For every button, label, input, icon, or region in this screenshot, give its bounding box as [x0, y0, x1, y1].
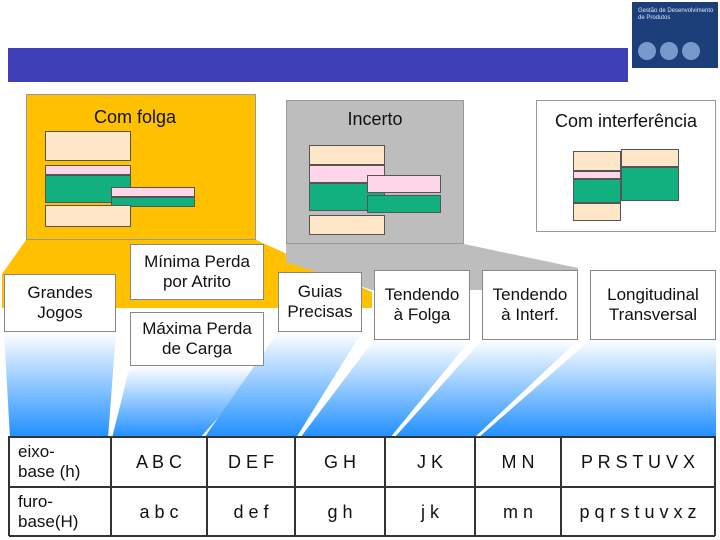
fit-uncertain-box: Incerto [286, 100, 464, 244]
logo-disc [638, 42, 656, 60]
table-cell: M N [475, 437, 561, 487]
fit-clearance-box: Com folga [26, 94, 256, 240]
funnel-3 [204, 332, 362, 438]
shaft-rect [621, 167, 679, 201]
category-guias-precisas: Guias Precisas [278, 272, 362, 332]
table-cell: A B C [111, 437, 207, 487]
funnel-2 [112, 366, 264, 438]
hole-rect [573, 203, 621, 221]
hole-rect [621, 149, 679, 167]
tolerance-rect [573, 171, 621, 179]
fit-uncertain-title: Incerto [347, 109, 403, 129]
table-cell: a b c [111, 487, 207, 537]
logo: Gestão de Desenvolvimento de Produtos [632, 2, 718, 68]
funnel-1 [4, 332, 116, 438]
table-cell: m n [475, 487, 561, 537]
row-label-hole: furo- base(H) [9, 487, 111, 537]
fit-table: eixo- base (h) furo- base(H) A B C D E F… [8, 436, 716, 537]
category-maxima-perda: Máxima Perda de Carga [130, 312, 264, 366]
hole-rect [309, 145, 385, 165]
shaft-rect [367, 195, 441, 213]
header-bar [8, 48, 628, 82]
fit-interference-box: Com interferência [536, 100, 716, 232]
category-grandes-jogos: Grandes Jogos [4, 274, 116, 332]
category-longitudinal: Longitudinal Transversal [590, 270, 716, 340]
category-tendendo-interf: Tendendo à Interf. [482, 270, 578, 340]
funnel-5 [394, 340, 578, 438]
fit-interference-title: Com interferência [554, 111, 698, 131]
shaft-rect [111, 197, 195, 207]
logo-disc [682, 42, 700, 60]
table-cell: J K [385, 437, 475, 487]
tolerance-rect [111, 187, 195, 197]
table-cell: g h [295, 487, 385, 537]
logo-disc [660, 42, 678, 60]
logo-text: Gestão de Desenvolvimento de Produtos [638, 8, 714, 21]
funnel-4 [300, 340, 470, 438]
category-tendendo-folga: Tendendo à Folga [374, 270, 470, 340]
table-cell: d e f [207, 487, 295, 537]
hole-rect [573, 151, 621, 171]
fit-clearance-title: Com folga [93, 107, 177, 127]
hole-rect [45, 205, 131, 227]
table-cell: p q r s t u v x z [561, 487, 715, 537]
tolerance-rect [45, 165, 131, 175]
table-cell: j k [385, 487, 475, 537]
table-cell: G H [295, 437, 385, 487]
table-cell: D E F [207, 437, 295, 487]
category-minima-perda: Mínima Perda por Atrito [130, 244, 264, 300]
hole-rect [45, 131, 131, 161]
tolerance-rect [367, 175, 441, 193]
shaft-rect [573, 179, 621, 203]
tolerance-rect [309, 165, 385, 183]
table-cell: P R S T U V X [561, 437, 715, 487]
funnel-6 [478, 340, 716, 438]
hole-rect [309, 215, 385, 235]
row-label-shaft: eixo- base (h) [9, 437, 111, 487]
